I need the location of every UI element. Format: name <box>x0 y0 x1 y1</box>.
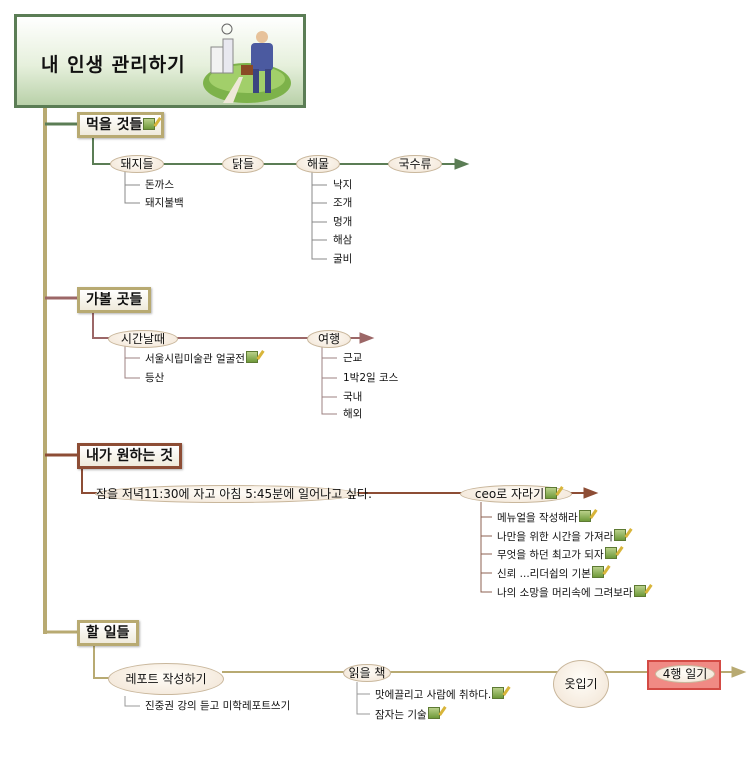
item-label: 나만을 위한 시간을 가져라 <box>497 531 614 543</box>
node-sleep-goal[interactable]: 잠을 저녁11:30에 자고 아침 5:45분에 일어나고 싶다. <box>95 485 372 503</box>
list-item[interactable]: 돼지불백 <box>145 197 184 209</box>
root-topic[interactable]: 내 인생 관리하기 <box>14 14 306 108</box>
list-item[interactable]: 신뢰 ...리더쉽의 기본 <box>497 566 604 581</box>
note-icon[interactable] <box>604 547 617 559</box>
item-label: 나의 소망을 머리속에 그려보라 <box>497 587 633 599</box>
node-pork[interactable]: 돼지들 <box>110 155 164 173</box>
note-icon[interactable] <box>143 118 156 130</box>
branch-topic-food[interactable]: 먹을 것들 <box>77 112 165 138</box>
node-four-line-diary[interactable]: 4행 일기 <box>655 665 715 683</box>
list-item[interactable]: 나만을 위한 시간을 가져라 <box>497 529 627 544</box>
list-item[interactable]: 멍개 <box>333 216 353 228</box>
root-title: 내 인생 관리하기 <box>41 54 186 76</box>
node-clothes[interactable]: 옷입기 <box>553 660 609 708</box>
item-label: 메뉴얼을 작성해라 <box>497 512 578 524</box>
node-write-report[interactable]: 레포트 작성하기 <box>108 663 224 695</box>
businessman-illustration <box>203 23 291 103</box>
list-item[interactable]: 나의 소망을 머리속에 그려보라 <box>497 585 646 600</box>
node-books[interactable]: 읽을 책 <box>343 664 391 682</box>
list-item[interactable]: 무엇을 하던 최고가 되자 <box>497 547 617 562</box>
list-item[interactable]: 해외 <box>343 408 363 420</box>
note-icon[interactable] <box>245 351 258 363</box>
node-label: ceo로 자라기 <box>474 487 545 501</box>
list-item[interactable]: 메뉴얼을 작성해라 <box>497 510 591 525</box>
list-item[interactable]: 돈까스 <box>145 179 174 191</box>
list-item[interactable]: 1박2일 코스 <box>343 372 399 384</box>
note-icon[interactable] <box>492 687 505 699</box>
note-icon[interactable] <box>578 510 591 522</box>
list-item[interactable]: 맛에끌리고 사람에 취하다. <box>375 687 505 702</box>
note-icon[interactable] <box>427 707 440 719</box>
node-chicken[interactable]: 닭들 <box>222 155 264 173</box>
list-item[interactable]: 국내 <box>343 391 363 403</box>
item-label: 맛에끌리고 사람에 취하다. <box>375 689 492 701</box>
item-label: 무엇을 하던 최고가 되자 <box>497 549 604 561</box>
list-item[interactable]: 등산 <box>145 372 165 384</box>
note-icon[interactable] <box>614 529 627 541</box>
node-seafood[interactable]: 해물 <box>296 155 340 173</box>
item-label: 신뢰 ...리더쉽의 기본 <box>497 568 591 580</box>
branch-topic-todo[interactable]: 할 일들 <box>77 620 139 646</box>
note-icon[interactable] <box>591 566 604 578</box>
branch-label: 먹을 것들 <box>86 117 143 133</box>
node-noodles[interactable]: 국수류 <box>388 155 442 173</box>
node-grow-ceo[interactable]: ceo로 자라기 <box>460 485 572 503</box>
node-free-time[interactable]: 시간날때 <box>108 330 178 348</box>
item-label: 서울시립미술관 얼굴전 <box>145 353 245 365</box>
list-item[interactable]: 근교 <box>343 352 363 364</box>
list-item[interactable]: 진중권 강의 듣고 미학레포트쓰기 <box>145 700 291 712</box>
note-icon[interactable] <box>545 487 558 499</box>
branch-topic-wants[interactable]: 내가 원하는 것 <box>77 443 183 469</box>
list-item[interactable]: 서울시립미술관 얼굴전 <box>145 351 258 366</box>
list-item[interactable]: 굴비 <box>333 253 353 265</box>
note-icon[interactable] <box>633 585 646 597</box>
item-label: 잠자는 기술 <box>375 709 427 721</box>
node-travel[interactable]: 여행 <box>307 330 351 348</box>
list-item[interactable]: 낙지 <box>333 179 353 191</box>
list-item[interactable]: 해삼 <box>333 234 353 246</box>
branch-topic-places[interactable]: 가볼 곳들 <box>77 287 152 313</box>
list-item[interactable]: 잠자는 기술 <box>375 707 440 722</box>
list-item[interactable]: 조개 <box>333 197 353 209</box>
